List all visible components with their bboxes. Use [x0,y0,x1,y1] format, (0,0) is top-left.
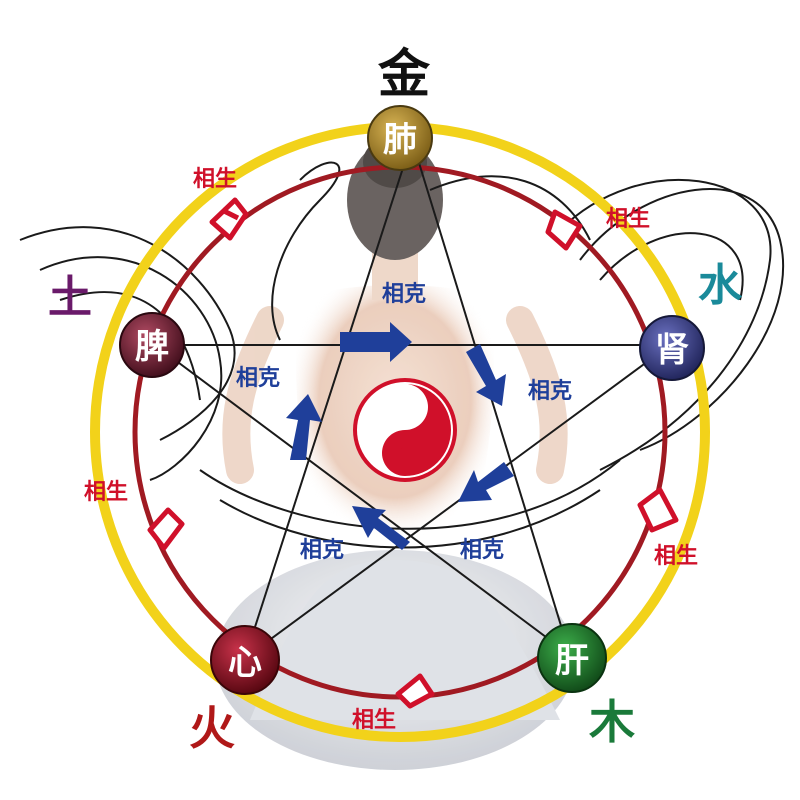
element-fire: 火 [189,701,235,755]
organ-liver-label: 肝 [555,641,589,681]
element-water: 水 [698,260,743,311]
element-earth: 土 [48,272,92,323]
organ-spleen-label: 脾 [135,327,169,367]
restraining-label-2: 相克 [528,378,572,404]
organ-kidney-label: 肾 [655,330,689,370]
organ-heart: 心 [210,625,280,695]
restraining-label-5: 相克 [236,365,280,391]
organ-liver: 肝 [537,623,607,693]
organ-heart-label: 心 [228,643,262,683]
organ-lung-label: 肺 [383,120,417,160]
restraining-label-3: 相克 [460,537,504,563]
generating-label-2: 相生 [606,207,650,232]
generating-label-1: 相生 [193,167,237,192]
organ-lung: 肺 [367,105,433,171]
generating-label-5: 相生 [84,480,128,505]
restraining-arrows [286,322,514,550]
generating-label-3: 相生 [654,544,698,569]
restraining-label-4: 相克 [300,537,344,563]
yin-yang-icon [353,378,457,482]
generating-label-4: 相生 [352,708,396,733]
element-metal: 金 [377,44,431,105]
element-wood: 木 [589,695,635,749]
generating-arrows [147,197,679,709]
restraining-label-1: 相克 [382,281,426,307]
organ-spleen: 脾 [119,312,185,378]
organ-kidney: 肾 [639,315,705,381]
